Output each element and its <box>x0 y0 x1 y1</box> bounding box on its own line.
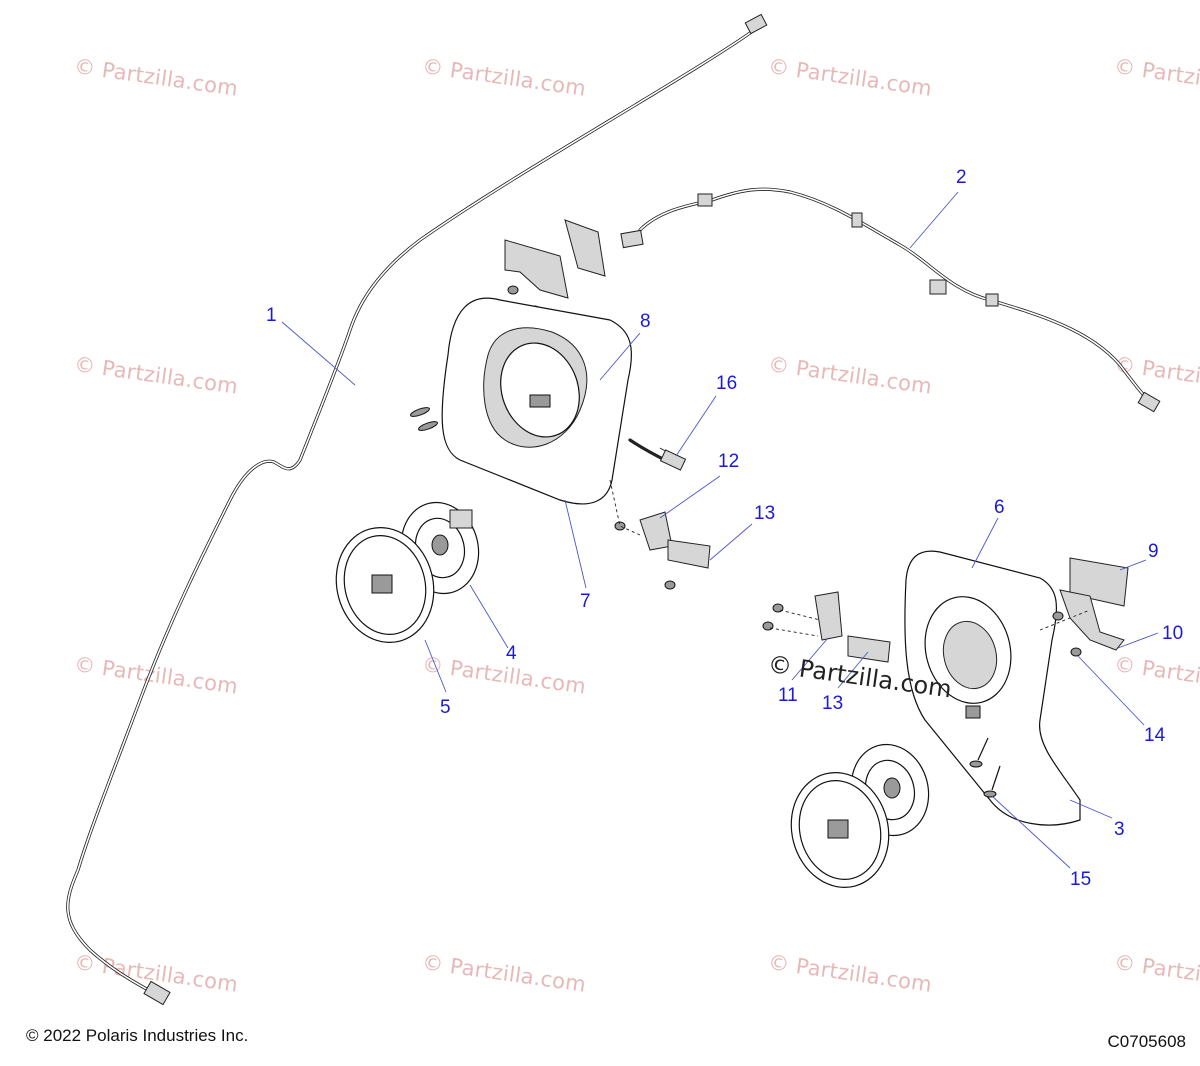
screws-15 <box>969 737 1001 798</box>
grille-lower <box>790 772 890 888</box>
speaker-enclosure-upper <box>410 297 686 505</box>
wire-harness-1 <box>66 13 768 1006</box>
wire-harness-2 <box>620 187 1161 413</box>
callout-13-upper: 13 <box>754 503 776 524</box>
leader-lines <box>281 191 1159 869</box>
screws-14 <box>1039 609 1091 657</box>
callout-12: 12 <box>718 451 740 472</box>
bracket-12 <box>609 479 676 590</box>
connector-16 <box>628 438 687 471</box>
callout-2: 2 <box>956 167 967 188</box>
callout-15: 15 <box>1070 869 1092 890</box>
bracket-10 <box>1059 589 1125 651</box>
callout-1: 1 <box>266 305 277 326</box>
speaker-enclosure-lower <box>904 550 1081 826</box>
bracket-11 <box>762 591 843 641</box>
diagram-code: C0705608 <box>1107 1032 1186 1051</box>
callout-11: 11 <box>778 685 798 706</box>
callout-7: 7 <box>580 591 591 612</box>
callout-8: 8 <box>640 311 651 332</box>
plate-13-upper <box>667 539 711 569</box>
callout-9: 9 <box>1148 541 1159 562</box>
callout-16: 16 <box>716 373 738 394</box>
upper-bracket <box>504 219 606 315</box>
copyright-text: © 2022 Polaris Industries Inc. <box>26 1026 249 1045</box>
callout-13-lower: 13 <box>822 693 844 714</box>
callout-5: 5 <box>440 697 451 718</box>
callout-3: 3 <box>1114 819 1125 840</box>
bracket-9 <box>1069 557 1129 607</box>
callout-4: 4 <box>506 643 517 664</box>
grille-5 <box>335 527 435 643</box>
callout-6: 6 <box>994 497 1005 518</box>
callout-10: 10 <box>1162 623 1184 644</box>
plate-13-lower <box>847 635 891 663</box>
callout-14: 14 <box>1144 725 1166 746</box>
